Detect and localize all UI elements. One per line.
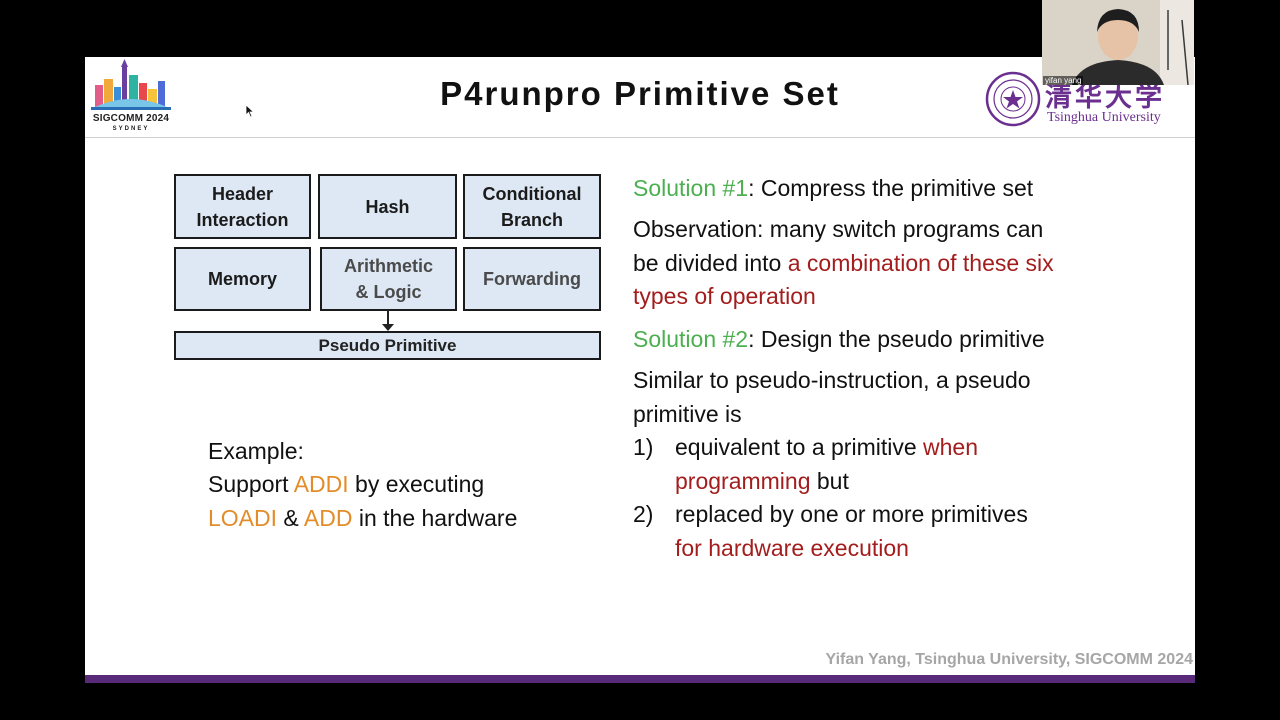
solution-1: Solution #1: Compress the primitive set bbox=[633, 175, 1034, 201]
item-1-line-2: programming but bbox=[675, 468, 849, 494]
primitive-box-arithmetic-logic: Arithmetic & Logic bbox=[320, 247, 457, 311]
primitive-box-header-interaction: Header Interaction bbox=[174, 174, 311, 239]
pseudo-primitive-box: Pseudo Primitive bbox=[174, 331, 601, 360]
example-heading: Example: bbox=[208, 438, 304, 464]
arrow-down-icon bbox=[382, 324, 394, 331]
item-1-line-1: equivalent to a primitive when bbox=[675, 434, 978, 460]
item-1-number: 1) bbox=[633, 434, 654, 460]
webcam-participant-name: yifan yang bbox=[1043, 76, 1084, 85]
solution-2: Solution #2: Design the pseudo primitive bbox=[633, 326, 1045, 352]
conference-city: SYDNEY bbox=[112, 126, 150, 132]
conference-name: SIGCOMM 2024 bbox=[92, 113, 170, 124]
item-2-line-1: replaced by one or more primitives bbox=[675, 501, 1028, 527]
title-divider bbox=[85, 137, 1195, 138]
primitive-box-conditional-branch: Conditional Branch bbox=[463, 174, 601, 239]
item-2-number: 2) bbox=[633, 501, 654, 527]
observation-line-3: types of operation bbox=[633, 283, 816, 309]
slide-bottom-bar bbox=[85, 675, 1195, 683]
primitive-box-forwarding: Forwarding bbox=[463, 247, 601, 311]
item-2-line-2: for hardware execution bbox=[675, 535, 909, 561]
similar-line-2: primitive is bbox=[633, 401, 742, 427]
tsinghua-seal-icon bbox=[985, 71, 1041, 127]
presenter-video-icon bbox=[1042, 0, 1194, 85]
example-line-3: LOADI & ADD in the hardware bbox=[208, 505, 518, 531]
arrow-line bbox=[387, 310, 389, 326]
university-name-chinese: 清华大学 bbox=[1045, 82, 1165, 113]
presentation-slide: SIGCOMM 2024 SYDNEY P4runpro Primitive S… bbox=[85, 57, 1195, 680]
similar-line-1: Similar to pseudo-instruction, a pseudo bbox=[633, 367, 1031, 393]
observation-line-1: Observation: many switch programs can bbox=[633, 216, 1044, 242]
sigcomm-logo bbox=[91, 59, 171, 110]
primitive-box-hash: Hash bbox=[318, 174, 457, 239]
example-line-2: Support ADDI by executing bbox=[208, 471, 485, 497]
primitive-box-memory: Memory bbox=[174, 247, 311, 311]
slide-title: P4runpro Primitive Set bbox=[440, 75, 840, 112]
observation-line-2: be divided into a combination of these s… bbox=[633, 250, 1054, 276]
webcam-video-tile[interactable]: yifan yang bbox=[1042, 0, 1194, 85]
university-name-english: Tsinghua University bbox=[1047, 110, 1161, 125]
mouse-cursor-icon bbox=[245, 104, 255, 118]
slide-footer: Yifan Yang, Tsinghua University, SIGCOMM… bbox=[825, 651, 1194, 668]
